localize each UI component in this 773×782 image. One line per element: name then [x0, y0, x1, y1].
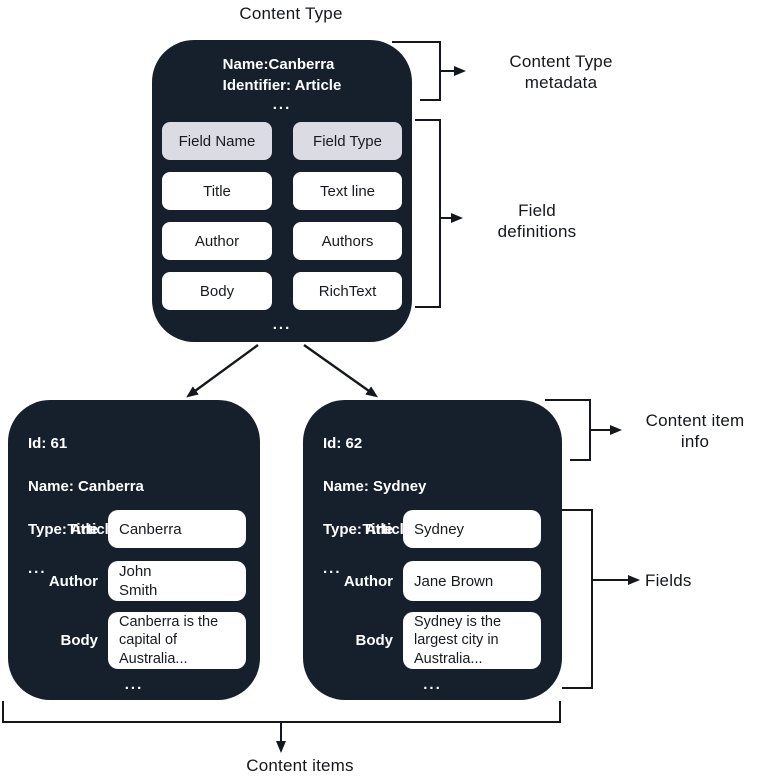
- field-label: Body: [355, 632, 394, 649]
- content-item-box-61: Id: 61 Name: Canberra Type: Article ... …: [8, 400, 260, 700]
- field-row-type: Authors: [293, 222, 402, 260]
- content-type-box: Name:Canberra Identifier: Article ... Fi…: [152, 40, 412, 342]
- field-name-header: Field Name: [162, 122, 272, 160]
- field-label: Author: [343, 572, 393, 590]
- field-row-body: Body Canberra is the capital of Australi…: [8, 612, 260, 669]
- item-type: Type: Article: [28, 520, 118, 538]
- fields-label: Fields: [645, 571, 692, 590]
- field-row-type: Text line: [293, 172, 402, 210]
- content-items-bracket: [2, 701, 561, 723]
- item-info-block: Id: 62 Name: Sydney Type: Article ...: [323, 411, 426, 597]
- field-value: Jane Brown: [403, 561, 541, 601]
- arrow-to-item-61: [186, 344, 259, 398]
- field-value: Canberra is the capital of Australia...: [108, 612, 246, 669]
- field-label: Body: [60, 632, 99, 649]
- content-type-metadata-label: Content Type metadata: [509, 52, 613, 92]
- field-row-name: Title: [162, 172, 272, 210]
- content-type-identifier: Identifier: Article: [222, 77, 342, 94]
- content-type-name: Name:Canberra: [222, 56, 335, 73]
- field-definitions-table: Field Name Field Type Title Text line Au…: [162, 122, 402, 310]
- field-row-name: Author: [162, 222, 272, 260]
- content-items-label: Content items: [246, 756, 354, 775]
- metadata-ellipsis: ...: [272, 96, 292, 113]
- field-label: Title: [362, 520, 393, 538]
- arrow-to-item-62: [303, 344, 378, 398]
- item-box-ellipsis: ...: [423, 676, 442, 693]
- field-row-title: Title Sydney: [303, 510, 562, 548]
- content-item-box-62: Id: 62 Name: Sydney Type: Article ... Ti…: [303, 400, 562, 700]
- field-row-type: RichText: [293, 272, 402, 310]
- field-value: Canberra: [108, 510, 246, 548]
- item-id: Id: 61: [28, 434, 68, 452]
- field-label: Author: [48, 572, 98, 590]
- field-row-body: Body Sydney is the largest city in Austr…: [303, 612, 562, 669]
- item-box-ellipsis: ...: [124, 676, 144, 693]
- field-value: Sydney is the largest city in Australia.…: [403, 612, 541, 669]
- field-row-author: Author John Smith: [8, 561, 260, 601]
- field-row-title: Title Canberra: [8, 510, 260, 548]
- field-row-name: Body: [162, 272, 272, 310]
- field-type-header: Field Type: [293, 122, 402, 160]
- type-box-ellipsis: ...: [272, 316, 292, 333]
- item-name: Name: Canberra: [28, 477, 144, 495]
- item-info-block: Id: 61 Name: Canberra Type: Article ...: [28, 411, 144, 597]
- field-label: Title: [67, 520, 98, 538]
- field-definitions-label: Field definitions: [497, 201, 577, 241]
- diagram-title: Content Type: [239, 4, 343, 23]
- item-name: Name: Sydney: [323, 477, 427, 495]
- item-info-ellipsis: ...: [323, 559, 342, 577]
- field-value: Sydney: [403, 510, 541, 548]
- fields-bracket: [562, 509, 593, 689]
- item-type: Type: Article: [323, 520, 413, 538]
- content-item-info-label: Content item info: [645, 411, 745, 451]
- field-row-author: Author Jane Brown: [303, 561, 562, 601]
- field-value: John Smith: [108, 561, 246, 601]
- item-info-ellipsis: ...: [28, 559, 47, 577]
- item-id: Id: 62: [323, 434, 363, 452]
- content-type-metadata-block: Name:Canberra Identifier: Article ...: [152, 54, 412, 112]
